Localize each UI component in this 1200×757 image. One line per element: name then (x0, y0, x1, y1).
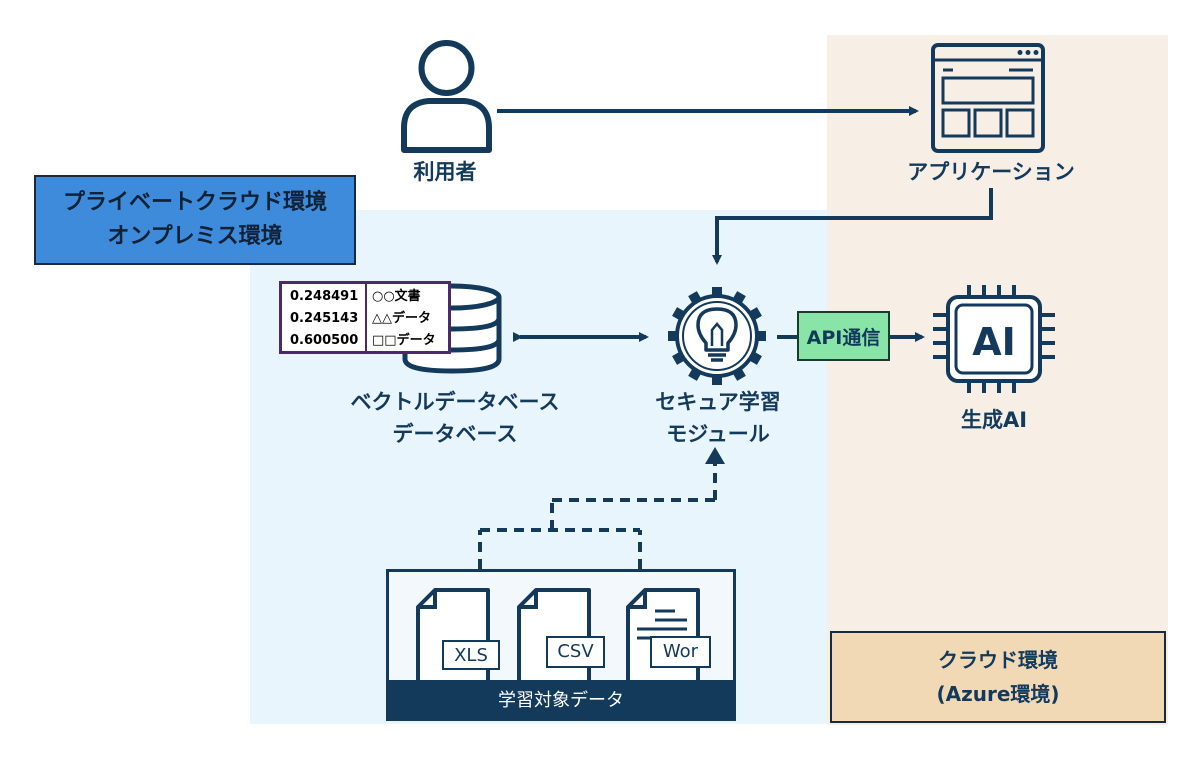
application-label: アプリケーション (907, 160, 1075, 184)
file-tag-csv: CSV (546, 636, 605, 668)
vector-value: 0.245143 (290, 311, 359, 326)
cloud-environment-label: クラウド環境 (Azure環境) (830, 631, 1166, 723)
dashed-data-flow (478, 462, 717, 569)
vector-docs-column: ○○文書 △△データ □□データ (367, 284, 448, 351)
vector-values-column: 0.248491 0.245143 0.600500 (282, 284, 367, 351)
ai-chip-text: AI (972, 320, 1016, 364)
arrow-app-to-module (712, 188, 993, 265)
user-icon (401, 40, 492, 153)
vector-doc-name: ○○文書 (372, 289, 421, 304)
file-tag-word: Wor (650, 636, 711, 668)
genai-label: 生成AI (960, 408, 1028, 432)
vector-db-label: ベクトルデータベース データベース (350, 390, 560, 446)
spreadsheet-file-icon (416, 588, 490, 686)
vector-doc-name: △△データ (372, 311, 431, 326)
browser-window-icon (931, 43, 1045, 153)
gear-bulb-icon (668, 287, 766, 385)
training-data-label: 学習対象データ (386, 680, 736, 721)
secure-module-label: セキュア学習 モジュール (655, 390, 781, 446)
api-communication-badge: API通信 (797, 311, 890, 361)
file-tag-xls: XLS (442, 640, 500, 670)
ai-chip-icon: AI (933, 285, 1055, 393)
private-cloud-label: プライベートクラウド環境 オンプレミス環境 (34, 175, 356, 265)
user-label: 利用者 (413, 160, 477, 184)
vector-value: 0.248491 (290, 289, 359, 304)
vector-table: 0.248491 0.245143 0.600500 ○○文書 △△データ □□… (279, 281, 451, 354)
vector-doc-name: □□データ (372, 333, 436, 348)
vector-value: 0.600500 (290, 333, 359, 348)
